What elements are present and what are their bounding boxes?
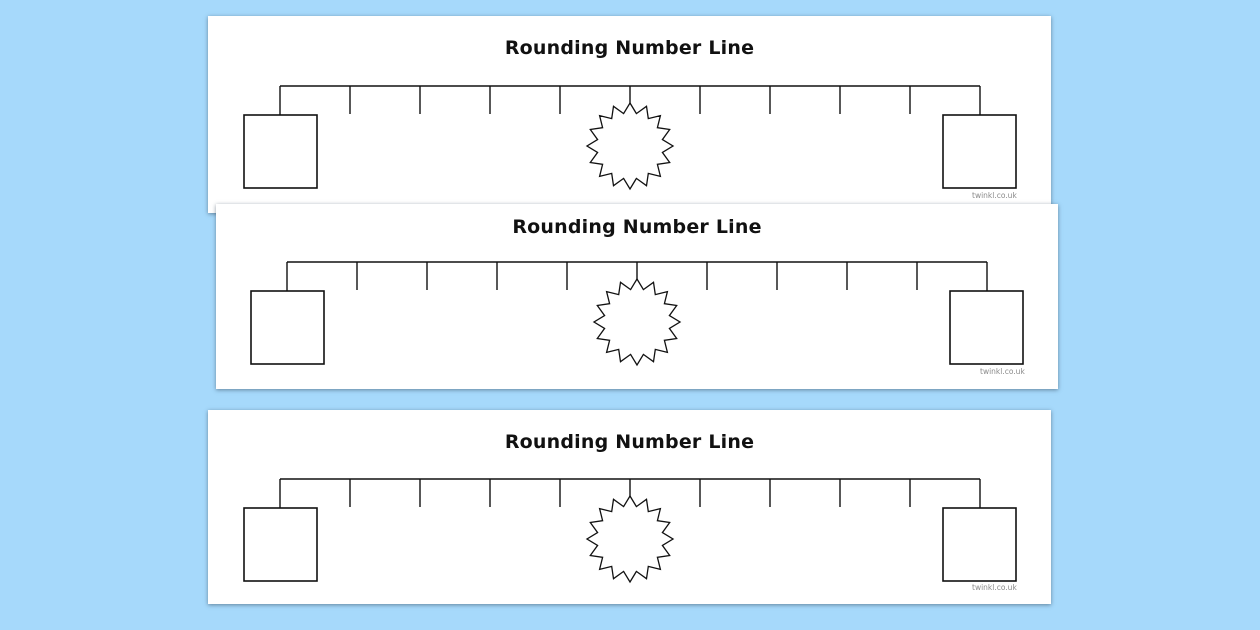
number-line-strip-1: Rounding Number Line twinkl.co.uk [208, 16, 1051, 213]
strip-title: Rounding Number Line [504, 37, 755, 59]
starburst-shape [585, 494, 675, 584]
starburst-shape [585, 101, 675, 191]
answer-box-left [243, 114, 318, 189]
number-line-diagram [250, 261, 1024, 367]
answer-box-right [942, 114, 1017, 189]
strip-title: Rounding Number Line [504, 431, 755, 453]
number-line-diagram [243, 85, 1017, 191]
answer-box-right [942, 507, 1017, 582]
brand-label: twinkl.co.uk [980, 367, 1025, 376]
answer-box-left [243, 507, 318, 582]
brand-label: twinkl.co.uk [972, 191, 1017, 200]
answer-box-right [949, 290, 1024, 365]
starburst-shape [592, 277, 682, 367]
strip-title: Rounding Number Line [512, 216, 762, 238]
brand-label: twinkl.co.uk [972, 583, 1017, 592]
answer-box-left [250, 290, 325, 365]
number-line-diagram [243, 478, 1017, 584]
number-line-strip-3: Rounding Number Line twinkl.co.uk [208, 410, 1051, 604]
number-line-strip-2: Rounding Number Line twinkl.co.uk [216, 204, 1058, 389]
